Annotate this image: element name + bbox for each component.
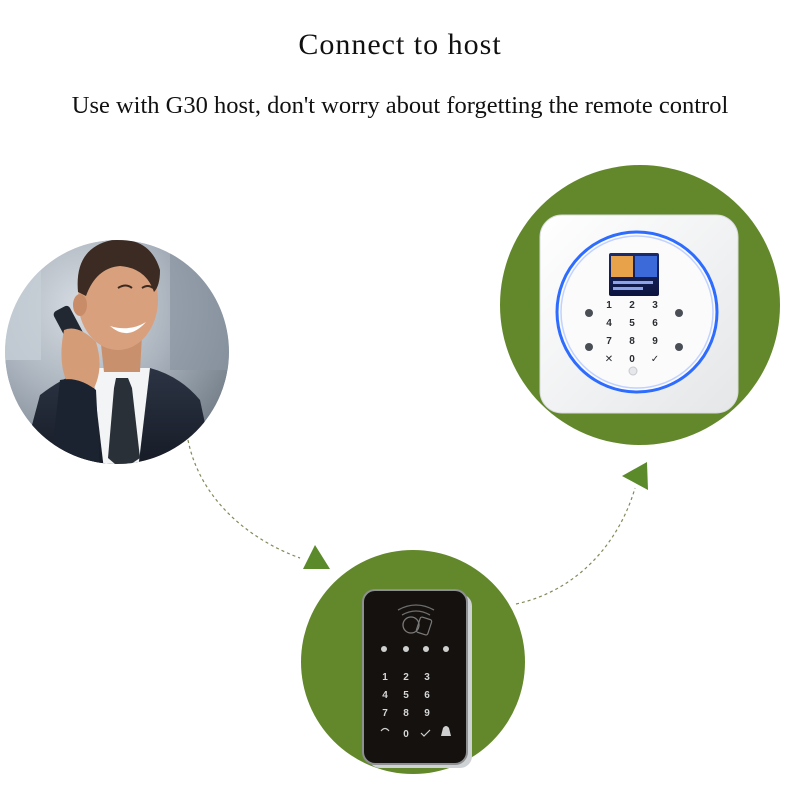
host-key: 3 bbox=[652, 300, 658, 311]
host-keypad: 1 2 3 4 5 6 7 8 9 ✕ 0 ✓ bbox=[605, 300, 659, 365]
page-title: Connect to host bbox=[298, 28, 502, 61]
keypad-keys: 1 2 3 4 5 6 7 8 9 0 bbox=[382, 672, 430, 740]
host-key: 1 bbox=[606, 300, 612, 311]
keypad-key: 8 bbox=[403, 708, 409, 719]
arrow-to-keypad-icon bbox=[303, 545, 330, 569]
keypad-key: 4 bbox=[382, 690, 388, 701]
keypad-photo bbox=[301, 550, 525, 774]
host-key: 9 bbox=[652, 336, 658, 347]
keypad-key: 7 bbox=[382, 708, 388, 719]
host-photo bbox=[500, 165, 780, 445]
caller-photo bbox=[5, 240, 229, 464]
connection-curve-caller-to-keypad bbox=[187, 439, 301, 559]
keypad-key: 0 bbox=[403, 729, 409, 740]
connection-curve-keypad-to-host bbox=[515, 487, 636, 605]
page-subtitle: Use with G30 host, don't worry about for… bbox=[71, 92, 729, 119]
keypad-key: 9 bbox=[424, 708, 430, 719]
keypad-key: 2 bbox=[403, 672, 409, 683]
host-key: 7 bbox=[606, 336, 612, 347]
keypad-key: 5 bbox=[403, 690, 409, 701]
host-key: 2 bbox=[629, 300, 635, 311]
keypad-key: 6 bbox=[424, 690, 430, 701]
host-key: 6 bbox=[652, 318, 658, 329]
host-key: 5 bbox=[629, 318, 635, 329]
host-key: 4 bbox=[606, 318, 612, 329]
keypad-key: 1 bbox=[382, 672, 388, 683]
arrow-to-host-icon bbox=[622, 462, 648, 490]
host-key: 8 bbox=[629, 336, 635, 347]
host-key: ✓ bbox=[651, 354, 659, 365]
host-key: 0 bbox=[629, 354, 635, 365]
host-key: ✕ bbox=[605, 354, 613, 365]
keypad-key: 3 bbox=[424, 672, 430, 683]
